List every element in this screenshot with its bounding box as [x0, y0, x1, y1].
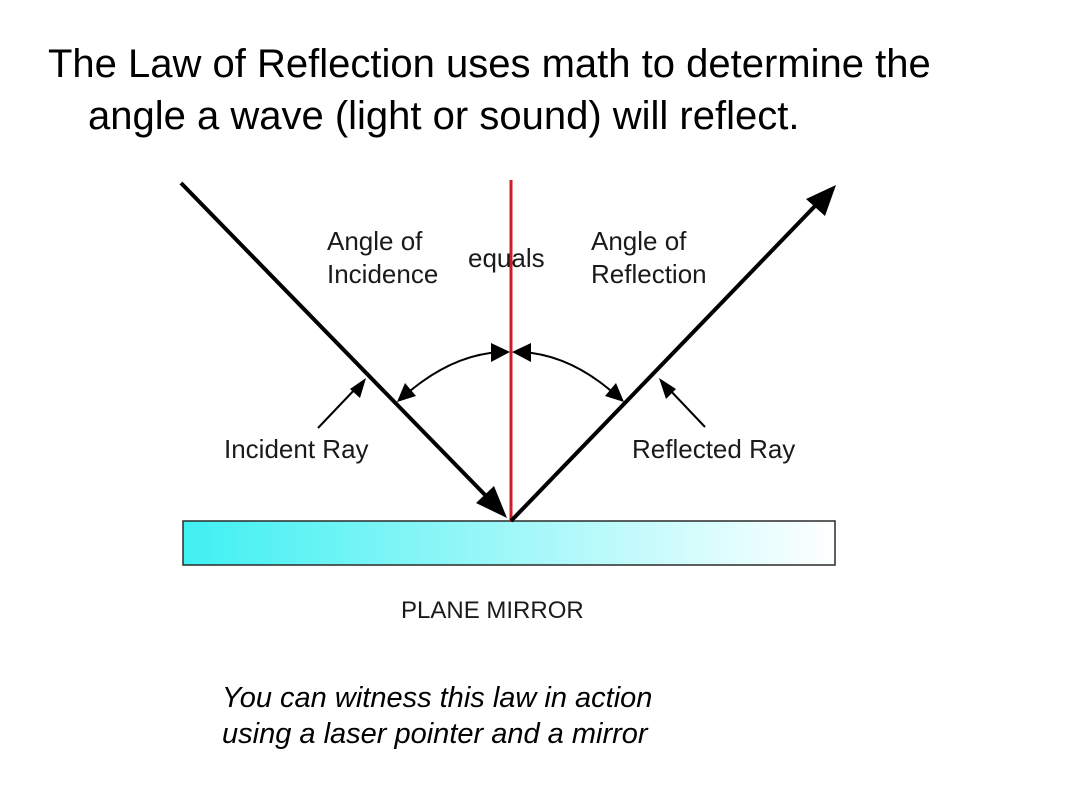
page-title: The Law of Reflection uses math to deter…: [48, 38, 1038, 142]
footnote-line-2: using a laser pointer and a mirror: [222, 718, 648, 750]
angle-of-reflection-label: Angle of Reflection: [591, 226, 707, 289]
reflected-ray-label: Reflected Ray: [632, 434, 795, 464]
incident-arrowhead: [476, 486, 507, 518]
incidence-angle-arc: [397, 343, 510, 402]
title-line-1: The Law of Reflection uses math to deter…: [48, 42, 931, 86]
equals-label: equals: [468, 243, 545, 273]
incident-ray-pointer: [317, 378, 366, 429]
reflection-angle-arc: [512, 343, 624, 402]
footnote: You can witness this law in action using…: [222, 680, 652, 752]
title-line-2: angle a wave (light or sound) will refle…: [88, 94, 800, 138]
reflected-ray-pointer: [659, 378, 706, 428]
reflected-ray: [509, 185, 836, 523]
angle-of-incidence-label: Angle of Incidence: [327, 226, 438, 289]
plane-mirror-label: PLANE MIRROR: [401, 597, 584, 624]
incident-ray-label: Incident Ray: [224, 434, 369, 464]
reflected-arrowhead: [806, 185, 836, 216]
footnote-line-1: You can witness this law in action: [222, 682, 653, 714]
plane-mirror: [182, 520, 836, 566]
incident-ray: [179, 181, 507, 518]
